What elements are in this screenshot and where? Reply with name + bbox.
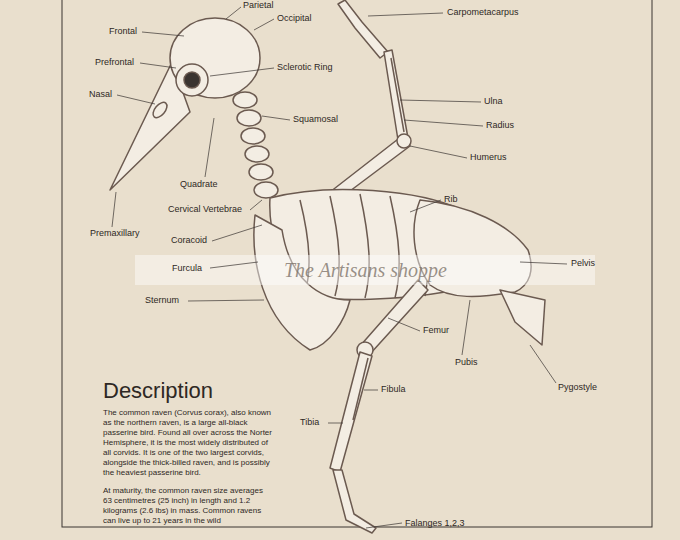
- frame: [62, 0, 652, 527]
- carpometacarpus-bone: [338, 0, 388, 58]
- leader-line: [210, 68, 274, 76]
- bone-label: Coracoid: [171, 235, 207, 246]
- pygostyle-bone: [500, 290, 545, 345]
- leader-line: [404, 120, 483, 126]
- radius-bone: [391, 58, 404, 132]
- leader-line: [117, 95, 155, 104]
- leader-line: [368, 13, 443, 16]
- leader-line: [462, 300, 470, 355]
- sclerotic-ring: [176, 64, 208, 96]
- tibia-bone: [330, 352, 372, 472]
- leader-line: [410, 200, 441, 212]
- bone-label: Tibia: [300, 417, 319, 428]
- leader-line: [366, 523, 402, 528]
- leader-line: [210, 262, 258, 268]
- leader-line: [254, 19, 274, 30]
- bone-label: Cervical Vertebrae: [168, 204, 242, 215]
- leader-line: [530, 345, 556, 383]
- bone-label: Humerus: [470, 152, 507, 163]
- bone-label: Sternum: [145, 295, 179, 306]
- leader-line: [520, 262, 567, 264]
- bone-label: Occipital: [277, 13, 312, 24]
- fibula-bone: [353, 358, 368, 420]
- bone-label: Carpometacarpus: [447, 7, 519, 18]
- leader-line: [140, 63, 176, 68]
- leader-line: [250, 200, 262, 210]
- bone-label: Squamosal: [293, 114, 338, 125]
- femur-bone: [360, 280, 428, 354]
- watermark-band: [135, 255, 595, 285]
- cranium: [170, 18, 260, 98]
- leader-line: [212, 225, 262, 241]
- bone-label: Femur: [423, 325, 449, 336]
- leader-line: [328, 423, 343, 424]
- vertebra: [254, 182, 278, 198]
- vertebra: [233, 92, 257, 108]
- vertebra: [245, 146, 269, 162]
- bone-label: Nasal: [89, 89, 112, 100]
- leader-line: [410, 146, 467, 158]
- leader-line: [400, 100, 481, 102]
- bone-label: Parietal: [243, 0, 274, 11]
- vertebra: [237, 110, 261, 126]
- bone-label: Pubis: [455, 357, 478, 368]
- leader-line: [112, 192, 116, 227]
- vertebra: [241, 128, 265, 144]
- bone-label: Premaxillary: [90, 228, 140, 239]
- nostril: [150, 100, 169, 120]
- bone-label: Frontal: [109, 26, 137, 37]
- description-block: DescriptionThe common raven (Corvus cora…: [103, 378, 273, 534]
- bone-label: Pelvis: [571, 258, 595, 269]
- orbit: [184, 72, 200, 88]
- bone-label: Quadrate: [180, 179, 218, 190]
- bone-label: Fibula: [381, 384, 406, 395]
- bone-label: Radius: [486, 120, 514, 131]
- leader-line: [388, 318, 420, 331]
- leader-line: [262, 116, 290, 120]
- description-paragraph: At maturity, the common raven size avera…: [103, 486, 273, 526]
- leader-line: [188, 300, 264, 301]
- bone-label: Ulna: [484, 96, 503, 107]
- description-heading: Description: [103, 378, 273, 404]
- bone-label: Furcula: [172, 263, 202, 274]
- description-paragraph: The common raven (Corvus corax), also kn…: [103, 408, 273, 478]
- vertebra: [249, 164, 273, 180]
- leader-line: [205, 118, 214, 177]
- bone-label: Prefrontal: [95, 57, 134, 68]
- bone-label: Falanges 1,2,3: [405, 518, 465, 529]
- leader-line: [142, 32, 184, 36]
- leader-line: [364, 390, 378, 391]
- watermark: The Artisans shoppe: [284, 259, 447, 282]
- elbow-joint: [397, 134, 411, 148]
- leader-line: [226, 7, 241, 19]
- bone-label: Pygostyle: [558, 382, 597, 393]
- ulna-bone: [384, 50, 408, 140]
- foot-bones: [333, 470, 376, 533]
- bone-label: Rib: [444, 194, 458, 205]
- bone-label: Sclerotic Ring: [277, 62, 333, 73]
